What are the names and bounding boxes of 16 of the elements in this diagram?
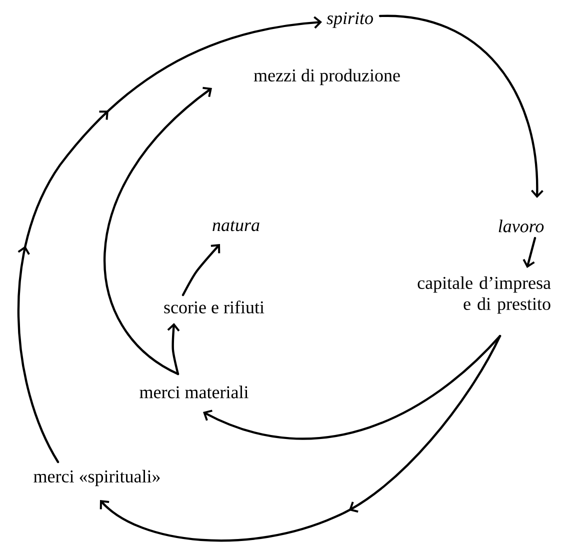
node-label: natura	[212, 220, 260, 232]
node-label: spirito	[326, 12, 373, 28]
arrow	[378, 14, 544, 198]
node-label: merci materiali	[140, 386, 248, 398]
node-label: lavoro	[498, 220, 544, 232]
node-label: merci «spirituali»	[34, 470, 160, 486]
arrow	[104, 86, 212, 376]
node-label: mezzi di produzione	[254, 68, 400, 86]
arrow	[100, 334, 502, 542]
arrow	[167, 323, 180, 376]
node-label: capitale d’impresa e di prestito	[418, 276, 551, 314]
arrow	[17, 16, 322, 464]
arrow	[182, 244, 220, 296]
arrow	[522, 236, 536, 268]
node-label: scorie e rifiuti	[164, 300, 264, 314]
arrow	[203, 334, 502, 440]
